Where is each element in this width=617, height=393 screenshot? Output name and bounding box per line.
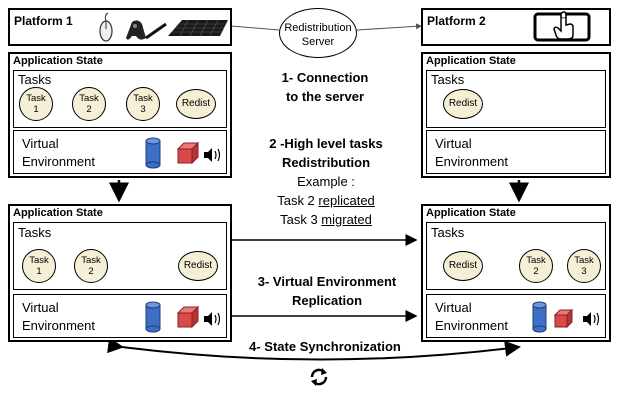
platform1-devices [99, 12, 228, 42]
task-redist: Redist [443, 89, 483, 119]
cube-shape [176, 141, 200, 165]
task-redist: Redist [176, 89, 216, 119]
platform2-header: Platform 2 [421, 8, 611, 46]
platform1-title: Platform 1 [14, 14, 73, 28]
cube-shape [176, 305, 200, 329]
speaker-icon [204, 148, 221, 162]
tasks-label: Tasks [18, 225, 52, 240]
speaker-icon [204, 312, 221, 326]
sync-icon [310, 368, 328, 386]
cylinder-shape [145, 301, 161, 333]
tasks-label: Tasks [18, 72, 52, 87]
platform1-header: Platform 1 [8, 8, 232, 46]
pen-icon [145, 22, 167, 40]
synchronization-arrow [107, 337, 521, 361]
speaker-icon [583, 312, 600, 326]
tablet-touch-icon [533, 11, 591, 42]
app-state-title: Application State [13, 207, 103, 219]
app-state-title: Application State [426, 207, 516, 219]
ve-objects [145, 301, 221, 333]
task-redist: Redist [443, 251, 483, 281]
server-link-right [356, 23, 422, 31]
cylinder-shape [145, 137, 161, 169]
mouse-icon [99, 12, 113, 42]
tasks-label: Tasks [431, 72, 465, 87]
server-link-left [225, 22, 280, 31]
tasks-panel: Tasks Redist [426, 70, 606, 128]
app-state-title: Application State [13, 55, 103, 67]
tasks-label: Tasks [431, 225, 465, 240]
ve-objects [532, 301, 600, 333]
gamepad-icon [126, 20, 146, 40]
step4-label: 4- State Synchronization [249, 339, 401, 354]
cube-shape [553, 308, 574, 329]
app-state-title: Application State [426, 55, 516, 67]
platform2-title: Platform 2 [427, 14, 486, 28]
cylinder-shape [532, 301, 547, 333]
task-redist: Redist [178, 251, 218, 281]
keyboard-icon [168, 19, 228, 37]
ve-objects [145, 137, 221, 169]
